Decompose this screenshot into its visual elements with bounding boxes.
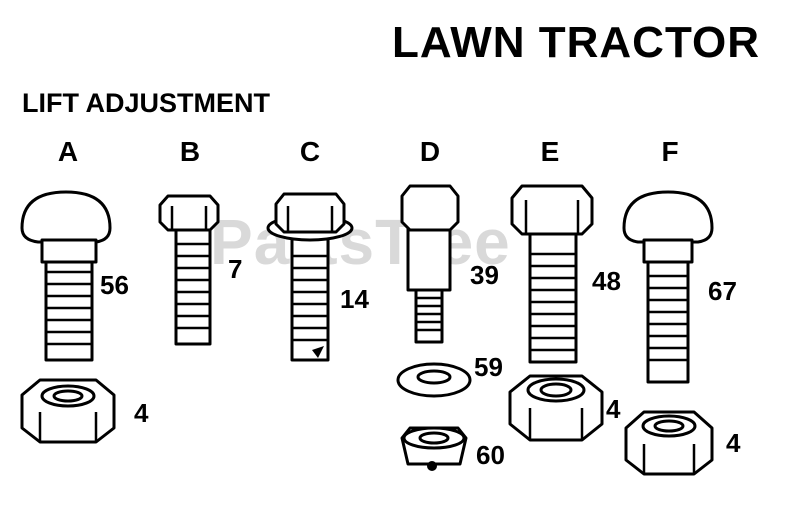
hex-nut-f <box>624 410 714 476</box>
lock-nut-d <box>400 426 468 471</box>
shoulder-bolt-d <box>400 184 460 344</box>
part-number-a-bolt: 56 <box>100 270 129 300</box>
carriage-bolt-a <box>20 190 112 362</box>
column-label-a: A <box>57 136 79 167</box>
flange-bolt-c <box>266 192 354 362</box>
hex-nut-a <box>20 378 116 444</box>
part-number-f-bolt: 67 <box>708 276 737 306</box>
column-label-c: C <box>299 136 321 167</box>
hex-bolt-b <box>158 194 220 346</box>
part-number-e-nut: 4 <box>606 394 621 424</box>
column-label-e: E <box>540 136 560 167</box>
section-subtitle: LIFT ADJUSTMENT <box>22 88 270 118</box>
part-number-c-bolt: 14 <box>340 284 369 314</box>
hex-bolt-e <box>510 184 594 364</box>
watermark: PartsTree <box>210 206 511 278</box>
part-number-f-nut: 4 <box>726 428 741 458</box>
part-number-b-bolt: 7 <box>228 254 243 284</box>
hex-nut-e <box>508 374 604 442</box>
column-label-b: B <box>179 136 201 167</box>
carriage-bolt-f <box>622 190 714 384</box>
column-label-f: F <box>661 136 679 167</box>
part-number-d-washer: 59 <box>474 352 503 382</box>
part-number-d-bolt: 39 <box>470 260 499 290</box>
flat-washer-d <box>396 362 472 398</box>
column-label-d: D <box>419 136 441 167</box>
part-number-e-bolt: 48 <box>592 266 621 296</box>
page-title: LAWN TRACTOR <box>392 18 761 67</box>
part-number-a-nut: 4 <box>134 398 149 428</box>
part-number-d-nut: 60 <box>476 440 505 470</box>
